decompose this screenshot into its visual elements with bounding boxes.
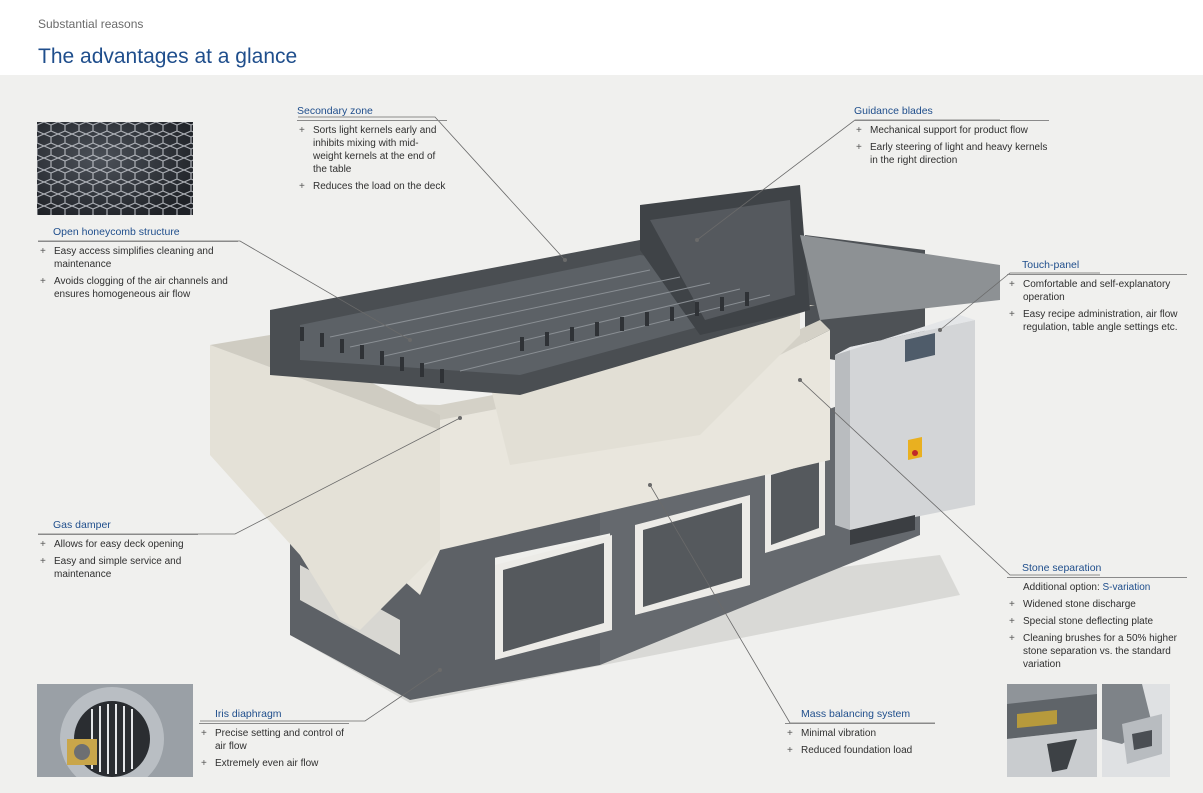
guidance-front: [650, 200, 795, 320]
page-title: The advantages at a glance: [38, 45, 298, 68]
option-prefix: Additional option:: [1023, 582, 1103, 593]
callout-iris-diaphragm: Iris diaphragm Precise setting and contr…: [199, 708, 349, 774]
callout-honeycomb: Open honeycomb structure Easy access sim…: [38, 226, 238, 305]
stone-separation-photo-2: [1102, 684, 1170, 777]
gravity-separator-illustration: [210, 185, 1000, 703]
callout-title: Touch-panel: [1007, 259, 1187, 275]
callout-title: Guidance blades: [854, 105, 1049, 121]
option-accent: S-variation: [1102, 582, 1151, 593]
leader-mass-balancing: [649, 484, 935, 724]
callout-mass-balancing: Mass balancing system Minimal vibration …: [785, 708, 935, 761]
callout-guidance-blades: Guidance blades Mechanical support for p…: [854, 105, 1049, 171]
list-item: Sorts light kernels early and inhibits m…: [297, 124, 447, 176]
option-line: Additional option: S-variation: [1007, 581, 1187, 594]
iris-diaphragm-photo: [37, 684, 193, 777]
callout-secondary-zone: Secondary zone Sorts light kernels early…: [297, 105, 447, 197]
emergency-stop: [912, 450, 918, 456]
callout-gas-damper: Gas damper Allows for easy deck opening …: [38, 519, 198, 585]
base-window-2-glass: [643, 503, 742, 607]
control-cabinet-side: [835, 347, 850, 530]
rear-plate: [800, 235, 1000, 320]
list-item: Special stone deflecting plate: [1007, 615, 1187, 628]
callout-title: Secondary zone: [297, 105, 447, 121]
hopper-center: [490, 305, 800, 465]
hopper-left-shade: [210, 335, 440, 430]
leader-secondary-zone: [298, 116, 566, 261]
leader-touch-panel: [939, 272, 1100, 331]
illustration-stage: Secondary zone Sorts light kernels early…: [0, 75, 1203, 793]
base-window-3-glass: [771, 461, 819, 545]
callout-touch-panel: Touch-panel Comfortable and self-explana…: [1007, 259, 1187, 338]
leader-gas-damper: [38, 417, 461, 535]
stone-separation-photo-1: [1007, 684, 1097, 777]
list-item: Precise setting and control of air flow: [199, 727, 349, 753]
list-item: Cleaning brushes for a 50% higher stone …: [1007, 632, 1187, 671]
list-item: Avoids clogging of the air channels and …: [38, 275, 238, 301]
list-item: Reduced foundation load: [785, 744, 935, 757]
list-item: Easy and simple service and maintenance: [38, 555, 198, 581]
list-item: Comfortable and self-explanatory operati…: [1007, 278, 1187, 304]
callout-title: Mass balancing system: [785, 708, 935, 724]
touch-panel-screen: [905, 333, 935, 362]
list-item: Mechanical support for product flow: [854, 124, 1049, 137]
callout-title: Iris diaphragm: [199, 708, 349, 724]
control-cabinet-front: [850, 320, 975, 530]
list-item: Early steering of light and heavy kernel…: [854, 141, 1049, 167]
list-item: Minimal vibration: [785, 727, 935, 740]
callout-title: Gas damper: [38, 519, 198, 535]
section-label: Substantial reasons: [38, 17, 144, 31]
callout-stone-separation: Stone separation Additional option: S-va…: [1007, 562, 1187, 675]
leader-stone-separation: [799, 379, 1100, 576]
deck-edge-teeth: [300, 292, 749, 383]
callout-title: Open honeycomb structure: [38, 226, 238, 242]
list-item: Easy recipe administration, air flow reg…: [1007, 308, 1187, 334]
list-item: Allows for easy deck opening: [38, 538, 198, 551]
cabinet-stand: [850, 515, 915, 545]
leader-iris: [200, 669, 441, 722]
honeycomb-photo: [37, 122, 193, 215]
warning-sticker: [908, 437, 922, 460]
list-item: Reduces the load on the deck: [297, 180, 447, 193]
control-cabinet-top: [835, 315, 975, 355]
list-item: Widened stone discharge: [1007, 598, 1187, 611]
list-item: Extremely even air flow: [199, 757, 349, 770]
base-window-1-glass: [503, 543, 604, 652]
deck-riffle-lines: [329, 269, 771, 372]
list-item: Easy access simplifies cleaning and main…: [38, 245, 238, 271]
callout-title: Stone separation: [1007, 562, 1187, 578]
